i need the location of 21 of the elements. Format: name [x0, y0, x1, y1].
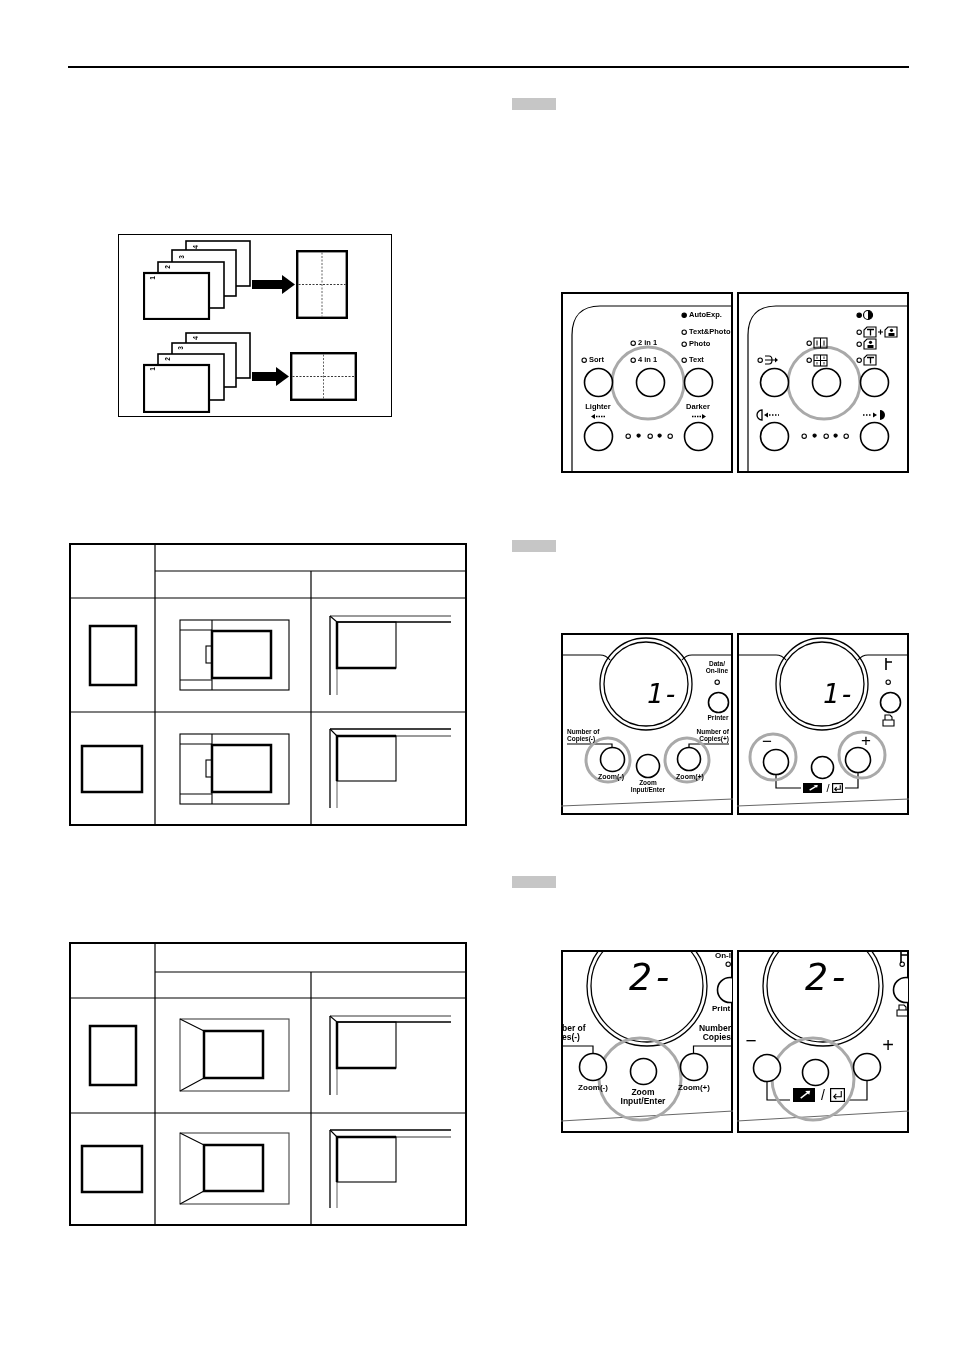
minus-sign: − [762, 732, 772, 750]
display-readout: 2- [805, 958, 851, 996]
slash-separator: / [826, 782, 830, 794]
display-readout: 1- [822, 679, 856, 707]
key-label: ber of es(-) [562, 1024, 586, 1042]
arrow [252, 275, 295, 294]
key-label: Zoom Input/Enter [620, 1088, 666, 1106]
key-label: Zoom(-) [578, 1083, 608, 1093]
copy-sheet [290, 352, 357, 401]
minus-sign: − [745, 1030, 757, 1050]
key-label: Number Copies [698, 1024, 731, 1042]
key-label: Print [712, 1004, 731, 1014]
slash-separator: / [821, 1088, 825, 1102]
display-readout: 2- [629, 958, 675, 996]
display-readout: 1- [646, 679, 680, 707]
plus-sign: + [861, 731, 871, 749]
key-label: Zoom(+) [678, 1083, 710, 1093]
arrow [252, 367, 289, 386]
indicator-label: On-l [715, 951, 731, 961]
plus-sign: + [882, 1035, 894, 1055]
copy-sheet [296, 250, 348, 319]
